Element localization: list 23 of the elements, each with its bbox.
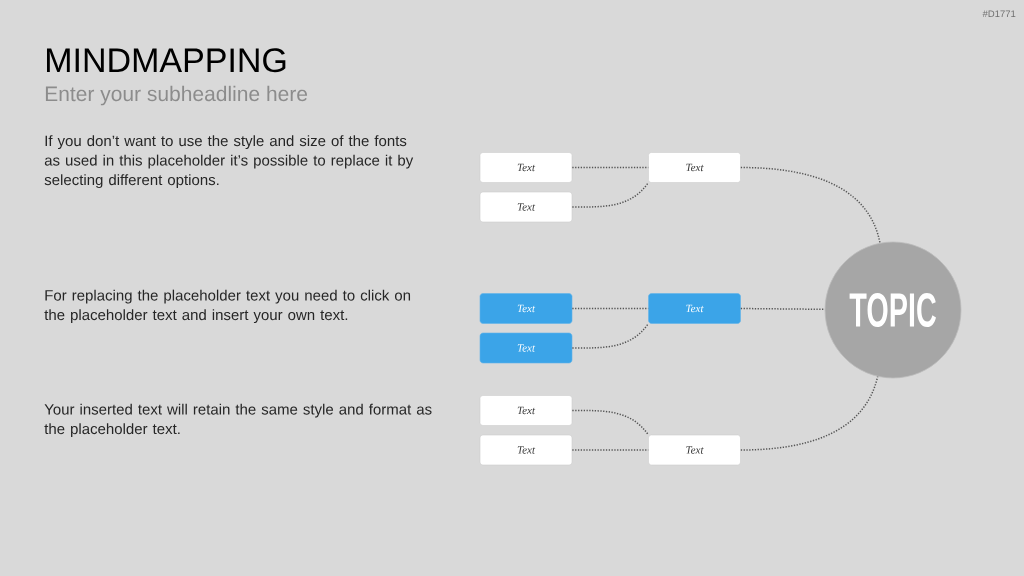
dotted-connector	[571, 323, 649, 349]
text-box: Text	[479, 191, 573, 223]
paragraph: For replacing the placeholder text you need to click on the placeholder text and insert your own text.	[44, 289, 411, 324]
dotted-connector	[740, 307, 826, 311]
text-box: Text	[479, 332, 573, 364]
dotted-connector	[571, 307, 649, 310]
dotted-connector	[571, 449, 649, 451]
text-box: Text	[479, 293, 573, 324]
paragraph: If you don’t want to use the style and size of the fonts as used in this placeholder it’s possible to replace it by selecting different options.	[44, 135, 414, 189]
text-box: Text	[648, 434, 741, 466]
dotted-connector	[571, 182, 649, 208]
dotted-connector	[740, 166, 881, 244]
text-box: Text	[479, 434, 573, 466]
text-box: Text	[479, 395, 573, 426]
text-box: Text	[648, 293, 741, 324]
subheadline: Enter your subheadline here	[45, 85, 308, 106]
text-box: Text	[479, 152, 573, 183]
text-box: Text	[648, 152, 741, 183]
title: MINDMAPPING	[47, 48, 286, 73]
reference-code: #D1771	[982, 10, 1016, 17]
dotted-connector	[571, 166, 649, 169]
dotted-connector	[571, 409, 649, 436]
paragraph: Your inserted text will retain the same style and format as the placeholder text.	[44, 403, 432, 438]
